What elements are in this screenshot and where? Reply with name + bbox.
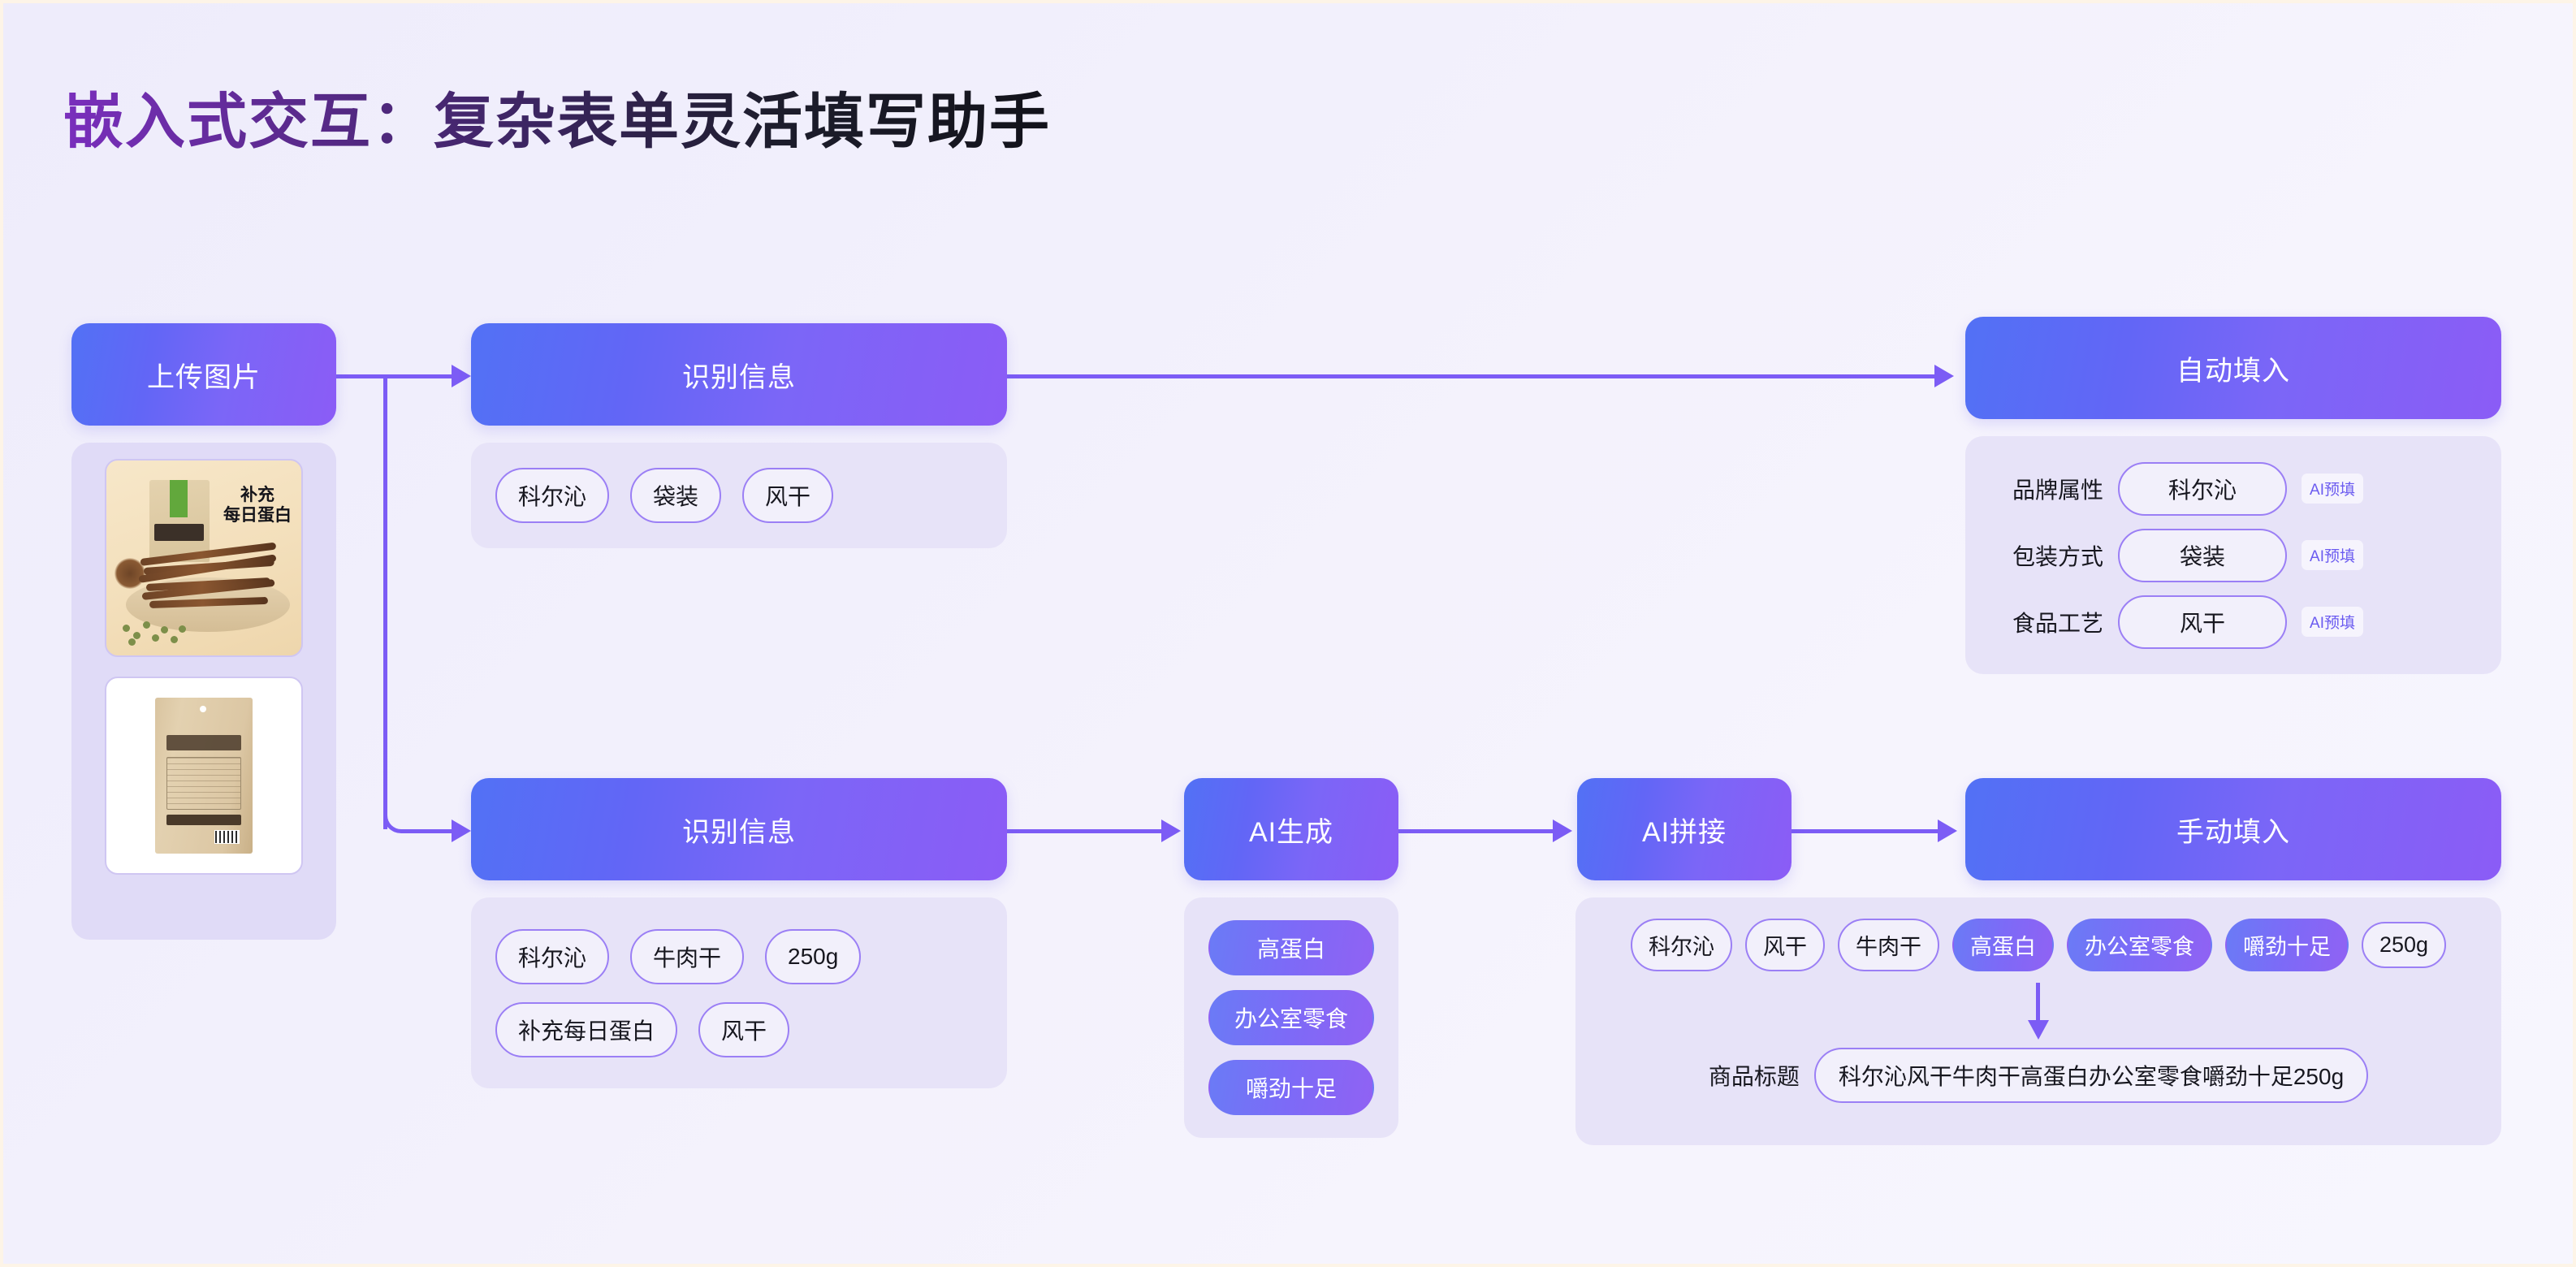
product-title-value[interactable]: 科尔沁风干牛肉干高蛋白办公室零食嚼劲十足250g	[1813, 1048, 2369, 1103]
auto-fill-row: 食品工艺风干 AI预填	[1965, 595, 2501, 649]
recognize-bottom-tag[interactable]: 250g	[765, 928, 862, 984]
manual-fill-tag[interactable]: 科尔沁	[1630, 919, 1732, 971]
thumbnail-caption-line2: 每日蛋白	[223, 505, 292, 525]
node-auto-fill[interactable]: 自动填入	[1965, 317, 2501, 419]
arrow-down-icon	[2028, 983, 2049, 1040]
arrow-to-recognize-bottom	[452, 819, 471, 842]
recognize-bottom-tag[interactable]: 补充每日蛋白	[495, 1001, 678, 1057]
arrow-to-auto-fill	[1934, 365, 1954, 387]
bag-brand-strip	[166, 735, 241, 751]
arrow-to-manual-fill	[1938, 819, 1957, 842]
recognize-top-tag[interactable]: 袋装	[630, 468, 722, 523]
manual-fill-tag-list: 科尔沁风干牛肉干高蛋白办公室零食嚼劲十足 250g	[1630, 919, 2447, 971]
node-ai-generate-label: AI生成	[1248, 816, 1334, 848]
auto-fill-row-label: 品牌属性	[2012, 477, 2104, 503]
product-title-label: 商品标题	[1708, 1064, 1800, 1089]
connector-ai-concat-to-manual	[1792, 829, 1946, 833]
page-title: 嵌入式交互：复杂表单灵活填写助手	[63, 73, 1051, 160]
connector-branch-to-bottom	[413, 829, 458, 833]
ai-generate-tag-list: 高蛋白办公室零食嚼劲十足	[1184, 897, 1398, 1138]
manual-fill-tag[interactable]: 高蛋白	[1951, 919, 2054, 971]
manual-fill-tag[interactable]: 嚼劲十足	[2224, 919, 2349, 971]
thumbnail-beef-jerky-hero[interactable]: 补充 每日蛋白	[105, 459, 303, 657]
upload-thumbnail-list: 补充 每日蛋白	[71, 443, 336, 940]
node-recognize-bottom-label: 识别信息	[682, 816, 796, 848]
barcode-icon	[214, 830, 240, 845]
recognize-bottom-tag[interactable]: 科尔沁	[495, 928, 610, 984]
node-ai-concat[interactable]: AI拼接	[1577, 778, 1792, 880]
ai-generate-tag[interactable]: 高蛋白	[1208, 920, 1374, 975]
panel-recognize-bottom: 科尔沁牛肉干 250g 补充每日蛋白风干	[471, 897, 1007, 1088]
ai-generate-tag[interactable]: 嚼劲十足	[1208, 1060, 1374, 1115]
recognize-bottom-tag[interactable]: 风干	[698, 1001, 790, 1057]
manual-fill-tag[interactable]: 风干	[1744, 919, 1825, 971]
connector-branch-vertical	[383, 374, 387, 829]
connector-branch-corner	[383, 802, 414, 833]
ai-prefill-badge: AI预填	[2302, 474, 2363, 504]
node-auto-fill-label: 自动填入	[2176, 355, 2290, 387]
ai-prefill-badge: AI预填	[2302, 540, 2363, 570]
recognize-top-tag[interactable]: 风干	[742, 468, 834, 523]
pepper-beans-illustration	[120, 618, 187, 646]
auto-fill-row-label: 食品工艺	[2012, 610, 2104, 636]
bag-dark-bar	[166, 815, 241, 826]
thumbnail-caption: 补充 每日蛋白	[223, 486, 292, 526]
manual-fill-tag[interactable]: 牛肉干	[1837, 919, 1939, 971]
recognize-bottom-tag[interactable]: 牛肉干	[630, 928, 745, 984]
star-anise-icon	[114, 558, 145, 589]
connector-recognize-bottom-to-ai-generate	[1007, 829, 1168, 833]
recognize-top-tag-list: 科尔沁袋装风干	[471, 443, 1007, 548]
node-recognize-top[interactable]: 识别信息	[471, 323, 1007, 426]
nutrition-table	[166, 756, 241, 811]
manual-fill-tag[interactable]: 办公室零食	[2066, 919, 2212, 971]
arrow-to-recognize-top	[452, 365, 471, 387]
auto-fill-row: 包装方式袋装 AI预填	[1965, 528, 2501, 582]
connector-branch-to-top	[383, 374, 456, 378]
panel-ai-generate: 高蛋白办公室零食嚼劲十足	[1184, 897, 1398, 1138]
thumbnail-kraft-bag-back[interactable]	[105, 677, 303, 875]
jerky-sticks-illustration	[137, 543, 285, 614]
jerky-package-illustration	[149, 480, 210, 562]
thumbnail-caption-line1: 补充	[240, 486, 274, 505]
auto-fill-row-label: 包装方式	[2012, 543, 2104, 569]
node-manual-fill-label: 手动填入	[2176, 816, 2290, 848]
node-manual-fill[interactable]: 手动填入	[1965, 778, 2501, 880]
manual-fill-content: 科尔沁风干牛肉干高蛋白办公室零食嚼劲十足 250g 商品标题 科尔沁风干牛肉干高蛋…	[1575, 897, 2501, 1145]
node-ai-generate[interactable]: AI生成	[1184, 778, 1398, 880]
auto-fill-row-value[interactable]: 科尔沁	[2118, 461, 2288, 516]
node-upload-image-label: 上传图片	[147, 361, 261, 393]
ai-prefill-badge: AI预填	[2302, 607, 2363, 637]
node-ai-concat-label: AI拼接	[1641, 816, 1727, 848]
ai-generate-tag[interactable]: 办公室零食	[1208, 990, 1374, 1045]
recognize-top-tag[interactable]: 科尔沁	[495, 468, 610, 523]
recognize-bottom-tag-list: 科尔沁牛肉干 250g 补充每日蛋白风干	[471, 897, 1007, 1088]
arrow-to-ai-generate	[1161, 819, 1181, 842]
connector-upload-right	[336, 374, 385, 378]
kraft-bag-illustration	[155, 698, 253, 854]
connector-ai-generate-to-ai-concat	[1398, 829, 1561, 833]
node-upload-image[interactable]: 上传图片	[71, 323, 336, 426]
node-recognize-top-label: 识别信息	[682, 361, 796, 393]
node-recognize-bottom[interactable]: 识别信息	[471, 778, 1007, 880]
auto-fill-row-value[interactable]: 风干	[2118, 595, 2288, 649]
connector-recognize-top-to-auto	[1007, 374, 1941, 378]
auto-fill-row: 品牌属性科尔沁 AI预填	[1965, 461, 2501, 516]
auto-fill-row-value[interactable]: 袋装	[2118, 528, 2288, 582]
panel-manual-fill: 科尔沁风干牛肉干高蛋白办公室零食嚼劲十足 250g 商品标题 科尔沁风干牛肉干高蛋…	[1575, 897, 2501, 1145]
arrow-to-ai-concat	[1553, 819, 1572, 842]
manual-fill-tag[interactable]: 250g	[2361, 922, 2447, 968]
panel-recognize-top: 科尔沁袋装风干	[471, 443, 1007, 548]
product-title-row: 商品标题 科尔沁风干牛肉干高蛋白办公室零食嚼劲十足250g	[1708, 1048, 2369, 1103]
